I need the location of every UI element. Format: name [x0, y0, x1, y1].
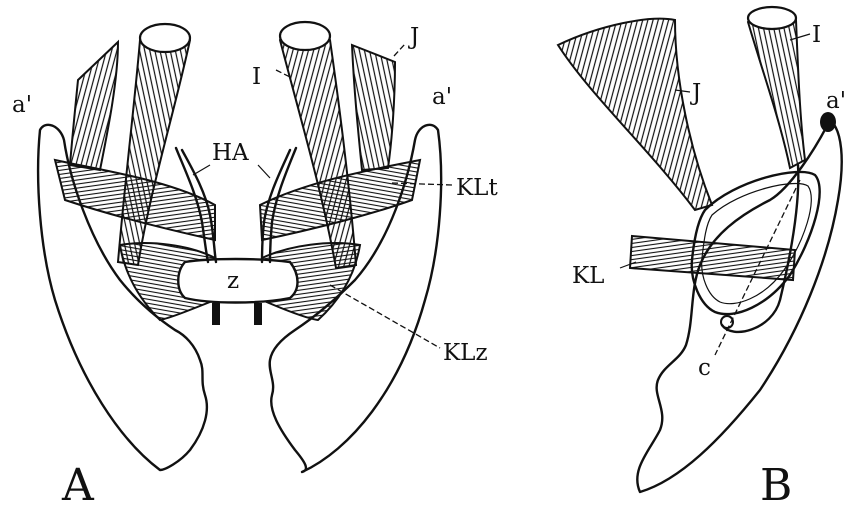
panel-a-label-i: I [252, 64, 261, 90]
panel-a: a' a' I J HA KLt z KLz A [12, 22, 498, 508]
panel-b-muscle-j [558, 19, 712, 210]
panel-a-leader-ha-right [258, 165, 270, 178]
panel-a-leader-ha-left [193, 165, 210, 175]
panel-a-muscle-i-right-cap [280, 22, 330, 50]
panel-a-muscle-i-left-cap [140, 24, 190, 52]
panel-b-label-c: c [698, 355, 711, 381]
panel-b-label-i: I [812, 22, 821, 48]
panel-a-tooth-left [212, 303, 220, 325]
panel-a-muscle-j-left [70, 42, 118, 170]
panel-a-label-klz: KLz [443, 340, 488, 366]
panel-a-label-j: J [408, 24, 419, 50]
panel-a-label-klt: KLt [456, 175, 498, 201]
panel-a-muscle-j-right [352, 45, 395, 170]
panel-b-panel-label: B [760, 460, 792, 508]
panel-b-label-kl: KL [572, 263, 604, 289]
panel-a-tooth-right [254, 303, 262, 325]
panel-b-label-a: a' [826, 88, 846, 114]
panel-a-label-a-right: a' [432, 84, 452, 110]
panel-a-panel-label: A [61, 460, 95, 508]
panel-a-label-a-left: a' [12, 92, 32, 118]
panel-a-leader-j [394, 44, 405, 56]
panel-b-joint-a [820, 112, 836, 132]
panel-a-label-z: z [227, 268, 239, 294]
panel-b-muscle-i [748, 10, 805, 168]
panel-b-label-j: J [690, 80, 701, 106]
panel-b-muscle-i-cap [748, 7, 796, 29]
panel-a-label-ha: HA [212, 140, 249, 166]
panel-b: I J a' KL c B [558, 7, 846, 508]
